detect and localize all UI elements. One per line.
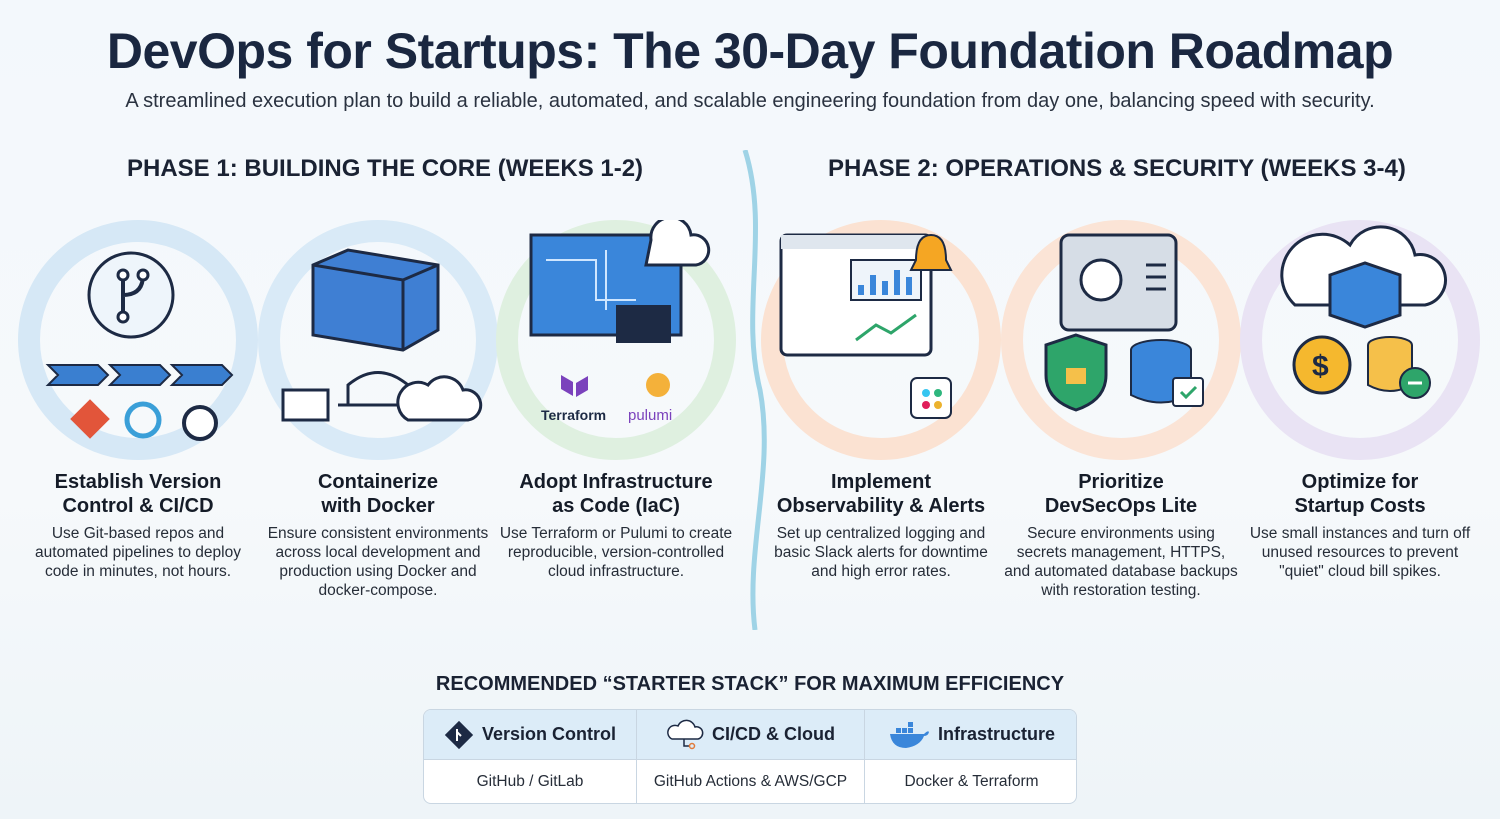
step-description: Secure environments using secrets manage… (1004, 525, 1238, 599)
step-title-line2: as Code (IaC) (552, 495, 680, 517)
stack-column-header: Version Control (481, 724, 616, 744)
svg-text:$: $ (1312, 350, 1329, 383)
page-title: DevOps for Startups: The 30-Day Foundati… (106, 23, 1394, 79)
step-title-line2: Observability & Alerts (776, 495, 986, 517)
starter-stack-heading: RECOMMENDED “STARTER STACK” FOR MAXIMUM … (435, 673, 1065, 695)
blueprint-cloud-icon: Terraform pulumi (496, 220, 736, 460)
page-subtitle: A streamlined execution plan to build a … (125, 90, 1375, 112)
phase-2-heading: PHASE 2: OPERATIONS & SECURITY (WEEKS 3-… (828, 155, 1406, 182)
phase-1-heading: PHASE 1: BUILDING THE CORE (WEEKS 1-2) (127, 155, 644, 182)
step-title-line1: Establish Version (54, 471, 222, 493)
step-title-line2: with Docker (321, 495, 435, 517)
cloud-pipeline-icon (667, 719, 704, 749)
stack-column-value: GitHub Actions & AWS/GCP (653, 773, 848, 790)
docker-whale-icon (889, 721, 929, 748)
step-title-line2: Control & CI/CD (62, 495, 214, 517)
step-title-line2: DevSecOps Lite (1044, 495, 1198, 517)
dashboard-bell-icon (761, 220, 1001, 460)
git-pipeline-icon (18, 220, 258, 460)
step-title-line1: Prioritize (1078, 471, 1164, 493)
docker-container-icon (258, 220, 498, 460)
step-description: Use Git-based repos and automated pipeli… (35, 525, 241, 580)
stack-column-version-control: Version Control GitHub / GitLab (424, 710, 637, 803)
stack-column-value: Docker & Terraform (904, 773, 1039, 790)
stack-column-cicd-cloud: CI/CD & Cloud GitHub Actions & AWS/GCP (637, 710, 865, 803)
starter-stack-table: Version Control GitHub / GitLab CI/CD & … (423, 709, 1077, 804)
stack-column-header: CI/CD & Cloud (712, 724, 835, 744)
git-diamond-icon (444, 720, 474, 749)
step-description: Use Terraform or Pulumi to create reprod… (499, 525, 733, 580)
step-description: Set up centralized logging and basic Sla… (774, 525, 988, 580)
terraform-logo: Terraform (541, 407, 606, 423)
step-description: Ensure consistent environments across lo… (267, 525, 489, 599)
step-title-line1: Adopt Infrastructure (519, 471, 713, 493)
stack-column-infrastructure: Infrastructure Docker & Terraform (865, 710, 1076, 803)
step-description: Use small instances and turn off unused … (1249, 525, 1471, 580)
step-title-line1: Implement (830, 471, 932, 493)
cloud-cost-icon: $ (1240, 220, 1480, 460)
step-title-line2: Startup Costs (1294, 495, 1426, 517)
step-title-line1: Containerize (317, 471, 439, 493)
step-title-line1: Optimize for (1301, 471, 1419, 493)
stack-column-value: GitHub / GitLab (476, 773, 584, 790)
stack-column-header: Infrastructure (937, 724, 1056, 744)
safe-shield-icon (1001, 220, 1241, 460)
phase-divider (742, 150, 767, 630)
pulumi-logo: pulumi (628, 407, 672, 424)
